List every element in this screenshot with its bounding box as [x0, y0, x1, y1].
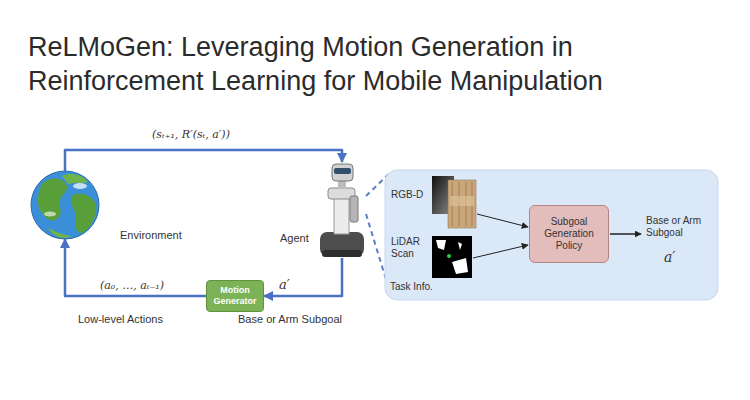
flow-arrow: [65, 239, 206, 296]
node-label: Agent: [280, 232, 309, 245]
edge-label: (sₜ₊₁, R′(sₜ, a′)): [152, 128, 230, 141]
node-label: Environment: [120, 229, 182, 242]
sensor-label: RGB-D: [391, 189, 423, 201]
sensor-label: Task Info.: [390, 281, 433, 293]
policy-box: Subgoal Generation Policy: [529, 205, 609, 263]
flow-arrow: [264, 258, 342, 296]
observation-panel: [385, 170, 718, 300]
output-arrow: [610, 233, 641, 235]
edge-label: (a₀, …, aₜ₋₁): [100, 279, 164, 292]
robot-icon: [320, 164, 364, 257]
node-label: Motion Generator: [210, 285, 260, 307]
edge-label: a′: [279, 277, 290, 292]
input-arrow: [473, 245, 528, 258]
rgb-image: [448, 180, 476, 228]
title: ReLMoGen: Leveraging Motion Generation i…: [28, 30, 733, 98]
flow-arrow: [65, 150, 342, 171]
environment-globe: Environment: [30, 171, 100, 239]
output-symbol: a′: [664, 249, 676, 265]
input-arrow: [477, 214, 528, 227]
node-label: Subgoal Generation Policy: [533, 216, 605, 252]
actions-label: Low-level Actions: [78, 313, 163, 326]
motion-generator-box: Motion Generator: [206, 280, 264, 312]
subgoal-label: Base or Arm Subgoal: [238, 313, 342, 326]
sensor-label: LiDAR Scan: [391, 236, 429, 260]
agent-robot: Agent: [318, 162, 366, 258]
lidar-image: [432, 236, 472, 278]
globe-icon: [31, 171, 99, 239]
output-label: Base or Arm Subgoal: [646, 215, 712, 239]
